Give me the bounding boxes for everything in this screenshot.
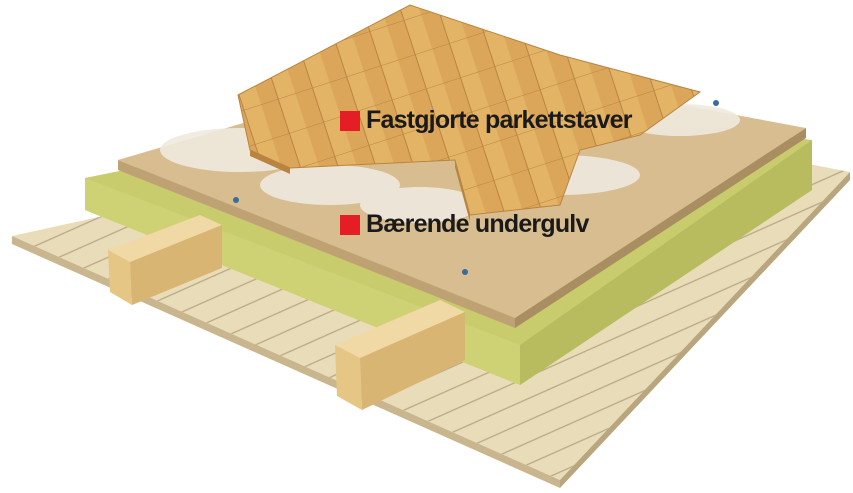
- joist-left: [108, 215, 222, 305]
- label-subfloor-text: Bærende undergulv: [366, 210, 589, 238]
- label-parquet-text: Fastgjorte parkettstaver: [366, 106, 632, 134]
- parquet-staves: [237, 4, 702, 222]
- joist-right: [335, 300, 465, 410]
- label-subfloor: Bærende undergulv: [340, 210, 589, 239]
- red-marker-icon: [340, 110, 360, 131]
- red-marker-icon: [340, 214, 360, 235]
- label-parquet: Fastgjorte parkettstaver: [340, 106, 632, 135]
